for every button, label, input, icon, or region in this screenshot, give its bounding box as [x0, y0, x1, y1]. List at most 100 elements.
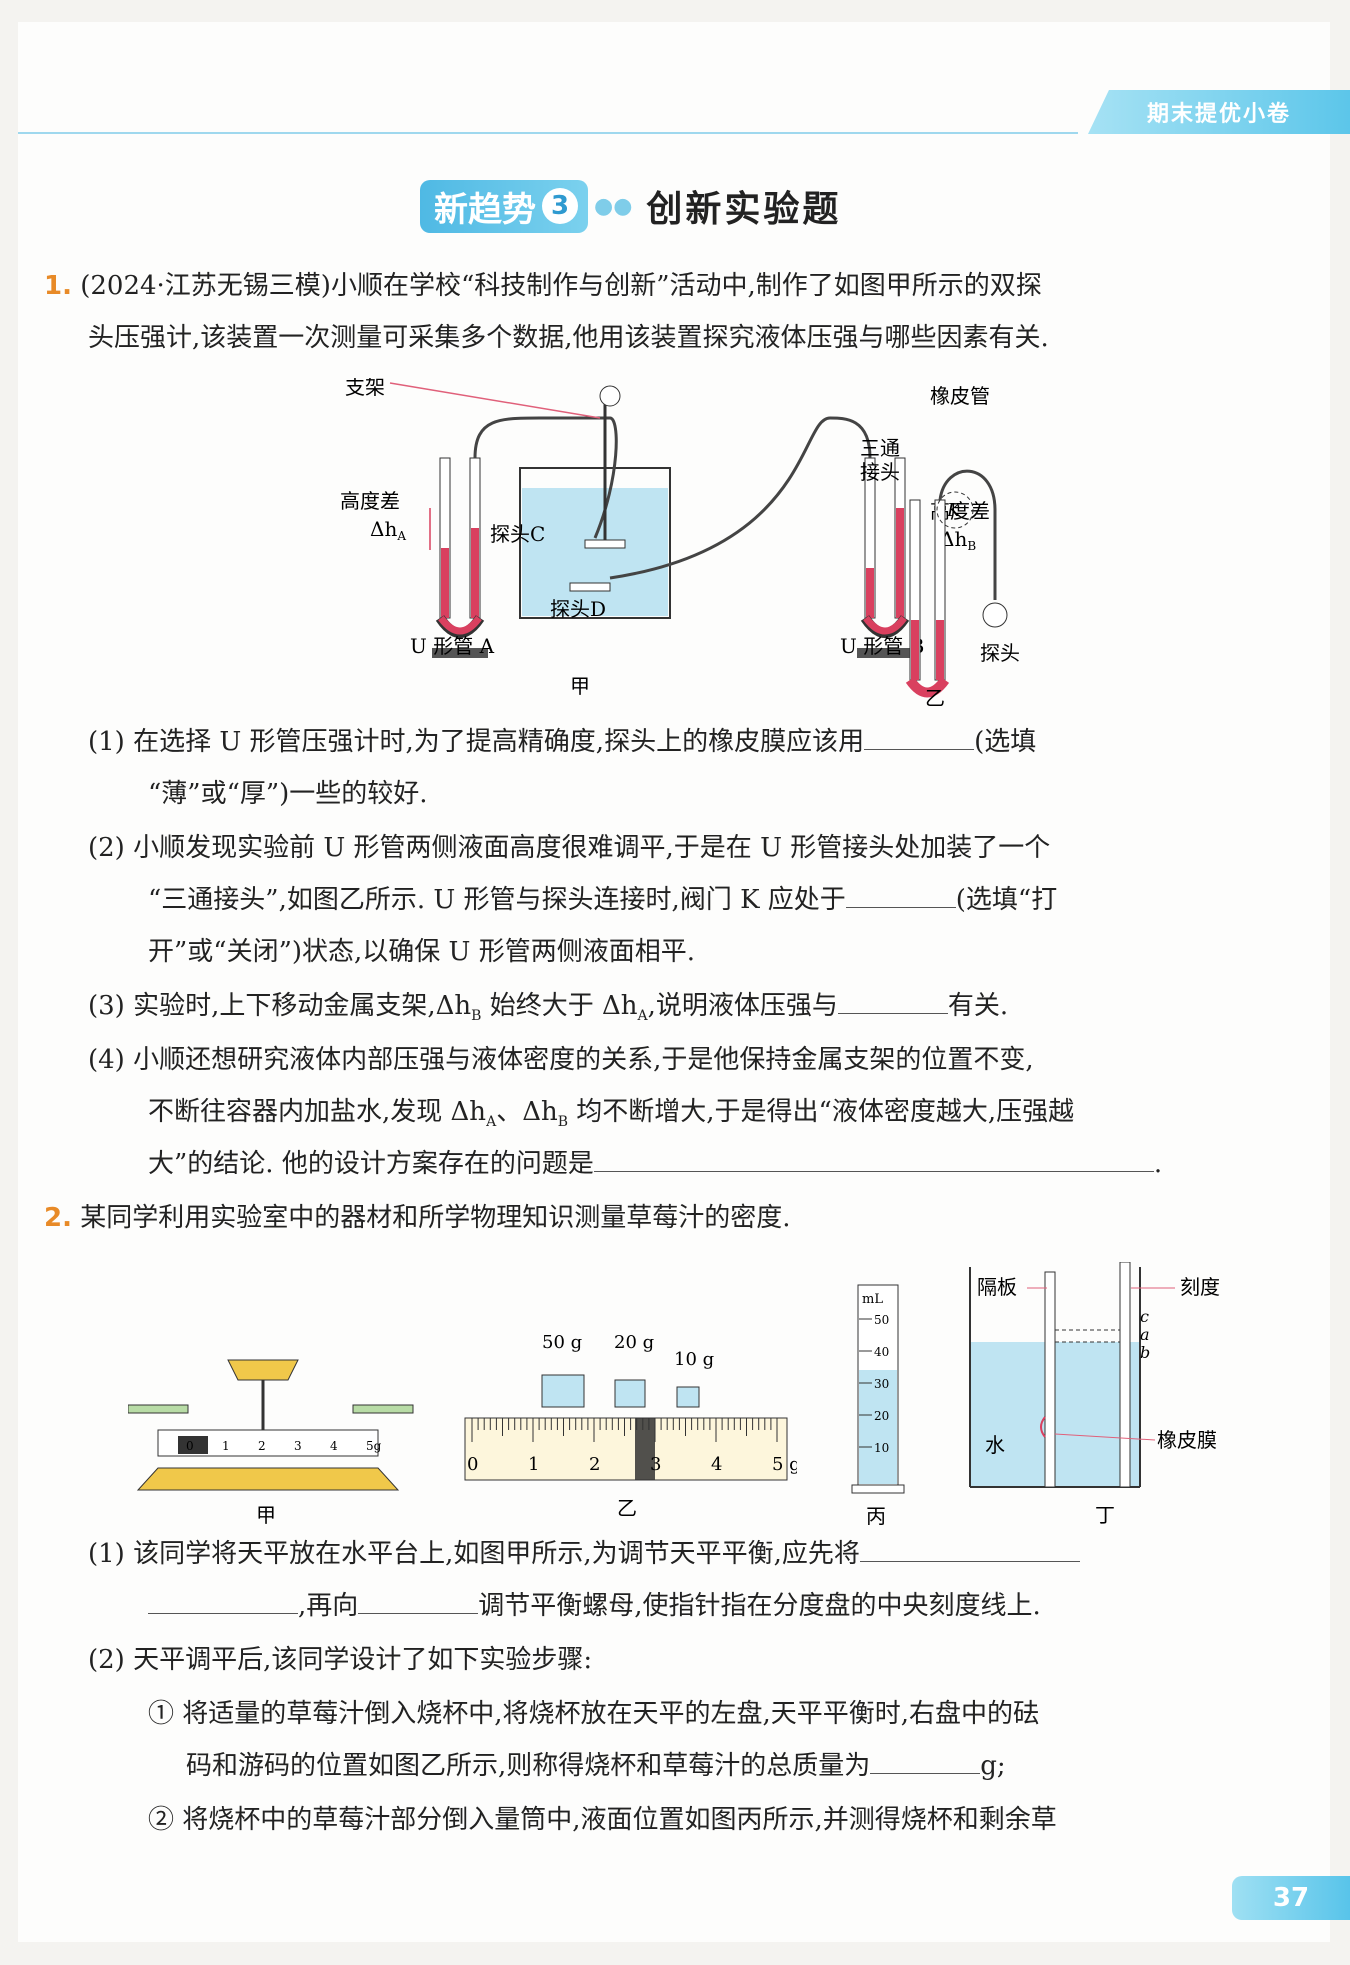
- q2-p1-text-a: (1) 该同学将天平放在水平台上,如图甲所示,为调节天平平衡,应先将: [88, 1539, 860, 1569]
- scale-rider: [635, 1418, 655, 1480]
- q1-part4-line1: (4) 小顺还想研究液体内部压强与液体密度的关系,于是他保持金属支架的位置不变,: [88, 1045, 1034, 1075]
- page-number: 37: [1232, 1876, 1350, 1920]
- header-tag: 期末提优小卷: [1088, 90, 1350, 134]
- label-fig-jia: 甲: [570, 674, 590, 698]
- q2-p1-blank1a[interactable]: [859, 1535, 1080, 1562]
- q2-stem: 2. 某同学利用实验室中的器材和所学物理知识测量草莓汁的密度.: [44, 1192, 791, 1244]
- balance-right-pan: [352, 1404, 414, 1414]
- section-heading: 创新实验题: [646, 189, 842, 230]
- label-w50: 50 g: [542, 1332, 582, 1353]
- bracket-pointer: [389, 382, 601, 419]
- label-q2-fig-jia: 甲: [256, 1503, 276, 1525]
- label-valve: K: [946, 500, 962, 521]
- utube-a-liquid-left: [441, 548, 449, 618]
- weight-20g: [614, 1379, 646, 1408]
- utube-b-liquid-right: [896, 508, 904, 618]
- q1-p2-blank[interactable]: [845, 881, 956, 908]
- q1-p3-text-a: (3) 实验时,上下移动金属支架,Δh: [88, 991, 472, 1021]
- utube-b-liquid-left: [866, 568, 874, 618]
- rubber-tube-b: [609, 416, 872, 580]
- q2-figure-ding: 隔板 刻度 c a b 水 橡皮膜 丁: [969, 1262, 1220, 1527]
- page: [18, 22, 1330, 1942]
- probe-c-shape: [584, 539, 626, 549]
- q1-number: 1.: [44, 271, 72, 301]
- q1-p2-text-b: “三通接头”,如图乙所示. U 形管与探头连接时,阀门 K 应处于: [148, 885, 846, 915]
- rule-tick-label: 1: [528, 1454, 539, 1475]
- q2-part1-line1: (1) 该同学将天平放在水平台上,如图甲所示,为调节天平平衡,应先将: [88, 1528, 1080, 1580]
- q1-figure: 金属 支架 橡皮管 高度差 ΔhA 探头C 探头D 高度差 ΔhB U 形管 A…: [340, 378, 990, 698]
- q1-p4-sub2: B: [557, 1114, 569, 1131]
- q1-part1-line1: (1) 在选择 U 形管压强计时,为了提高精确度,探头上的橡皮膜应该用(选填: [88, 716, 1036, 768]
- balance-tick-label: 1: [222, 1439, 230, 1453]
- yi-liquid-right: [936, 620, 944, 680]
- label-w10: 10 g: [674, 1349, 714, 1370]
- utube-a-base: [432, 648, 488, 658]
- q1-part1-line2: “薄”或“厚”)一些的较好.: [148, 779, 428, 809]
- ding-scale: [1119, 1262, 1131, 1488]
- label-fig-yi: 乙: [925, 686, 945, 710]
- cyl-tick-label: 50: [874, 1313, 889, 1327]
- q1-part2-line1: (2) 小顺发现实验前 U 形管两侧液面高度很难调平,于是在 U 形管接头处加装…: [88, 833, 1051, 863]
- q1-part2-line3: 开”或“关闭”)状态,以确保 U 形管两侧液面相平.: [148, 937, 695, 967]
- q2-s1-blank[interactable]: [870, 1747, 981, 1774]
- q2-p1-blank1b[interactable]: [148, 1587, 298, 1614]
- yi-bottom-liquid: [905, 676, 950, 698]
- label-three-way: 三通 接头: [860, 436, 906, 484]
- header-divider: [18, 132, 1078, 134]
- q1-part2-line2: “三通接头”,如图乙所示. U 形管与探头连接时,阀门 K 应处于(选填“打: [148, 874, 1057, 926]
- label-mark-a: a: [1140, 1325, 1150, 1344]
- label-dha: ΔhA: [370, 517, 406, 543]
- q2-stem-text: 某同学利用实验室中的器材和所学物理知识测量草莓汁的密度.: [80, 1203, 791, 1233]
- label-water: 水: [985, 1433, 1005, 1457]
- label-three-way-l1: 三通: [860, 436, 900, 460]
- q2-p1-text-b: ,再向: [298, 1591, 359, 1621]
- q1-p4-text-f: .: [1153, 1149, 1163, 1179]
- section-dots-icon: ●●: [594, 193, 633, 219]
- label-mark-c: c: [1140, 1307, 1149, 1326]
- q1-p1-blank[interactable]: [864, 723, 975, 750]
- q1-p3-sub1: B: [471, 1008, 482, 1025]
- balance-tick-label: 0: [186, 1439, 194, 1453]
- q1-p3-sub2: A: [637, 1008, 648, 1025]
- balance-tick-label: 4: [330, 1439, 338, 1453]
- section-badge-number: 3: [542, 188, 578, 224]
- q2-s1-text-b: 码和游码的位置如图乙所示,则称得烧杯和草莓汁的总质量为: [186, 1751, 871, 1781]
- probe-d-shape: [569, 582, 611, 592]
- cyl-tick-label: 20: [874, 1409, 889, 1423]
- label-scale-mark: 刻度: [1180, 1275, 1220, 1299]
- section-badge-label: 新趋势: [434, 189, 536, 230]
- label-three-way-l2: 接头: [860, 460, 900, 484]
- yi-rubber-tube: [938, 469, 997, 600]
- q1-p4-sub1: A: [486, 1114, 497, 1131]
- cylinder-base: [851, 1484, 905, 1494]
- label-bracket-l2: 支架: [345, 378, 385, 399]
- label-probe-d: 探头D: [550, 597, 606, 621]
- q1-p3-text-d: 有关.: [947, 991, 1009, 1021]
- rule-tick-label: 3: [650, 1454, 661, 1475]
- label-w20: 20 g: [614, 1332, 654, 1353]
- q1-p3-blank[interactable]: [837, 987, 948, 1014]
- q2-part1-line2: ,再向调节平衡螺母,使指针指在分度盘的中央刻度线上.: [148, 1580, 1041, 1632]
- q1-p4-text-b: 不断往容器内加盐水,发现 Δh: [148, 1097, 487, 1127]
- q2-p1-blank2[interactable]: [358, 1587, 479, 1614]
- q1-part4-line2: 不断往容器内加盐水,发现 ΔhA、ΔhB 均不断增大,于是得出“液体密度越大,压…: [148, 1086, 1074, 1148]
- valve-circle: [936, 491, 974, 529]
- weight-10g: [676, 1386, 700, 1408]
- ding-membrane: [1040, 1416, 1046, 1438]
- dha-sub: A: [396, 529, 406, 543]
- balance-base: [136, 1467, 400, 1491]
- label-cyl-unit: mL: [862, 1292, 883, 1307]
- label-q2-fig-bing: 丙: [866, 1504, 886, 1525]
- label-probe-c: 探头C: [490, 522, 545, 546]
- balance-dial: [227, 1359, 299, 1381]
- q2-step1-line1: ① 将适量的草莓汁倒入烧杯中,将烧杯放在天平的左盘,天平平衡时,右盘中的砝: [148, 1699, 1040, 1729]
- label-partition: 隔板: [977, 1275, 1017, 1299]
- q1-figure-yi: 三通 接头 K 探头 乙: [860, 436, 1020, 710]
- q1-p4-blank[interactable]: [593, 1145, 1154, 1172]
- q1-p4-text-d: 均不断增大,于是得出“液体密度越大,压强越: [568, 1097, 1075, 1127]
- weight-50g: [541, 1374, 585, 1408]
- label-bracket: 金属 支架: [345, 378, 391, 399]
